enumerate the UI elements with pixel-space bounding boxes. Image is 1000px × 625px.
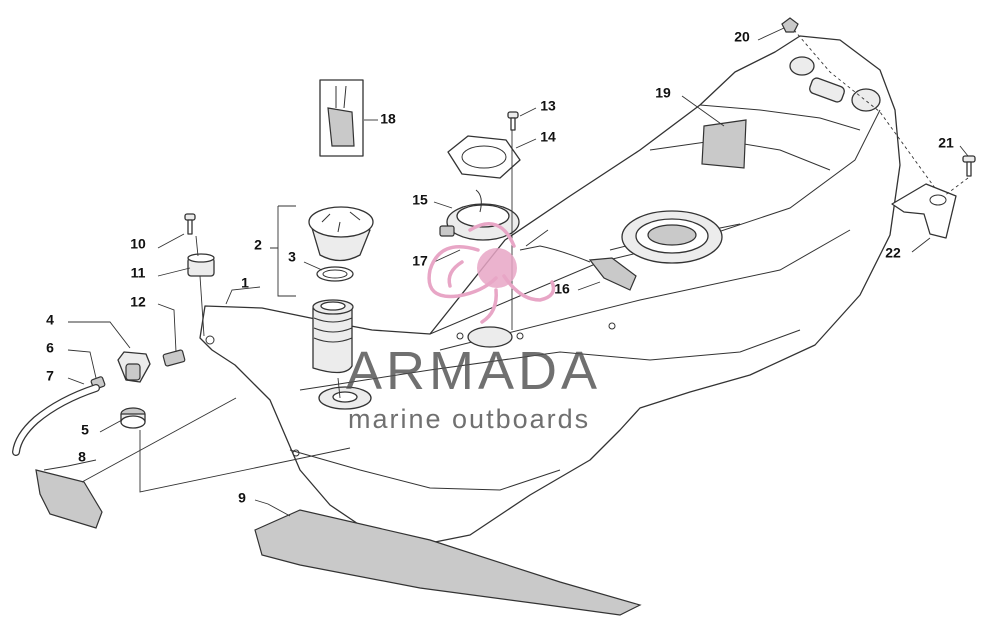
armada-logo-icon (427, 222, 556, 324)
callout-18: 18 (380, 111, 396, 127)
pad-part-8 (35, 469, 103, 529)
spacer-part-11 (187, 253, 215, 277)
fuel-pump-part-15 (439, 189, 520, 241)
fuel-valve-part-4 (117, 351, 151, 383)
gasket-part-14 (447, 135, 521, 179)
sensor-part-16 (519, 245, 637, 291)
callout-16: 16 (554, 281, 570, 297)
callout-22: 22 (885, 245, 901, 261)
fuel-hose-part-7 (12, 384, 100, 456)
callout-11: 11 (131, 265, 146, 281)
callout-4: 4 (46, 312, 54, 328)
callout-14: 14 (540, 129, 556, 145)
callout-17: 17 (412, 253, 428, 269)
callout-1: 1 (241, 275, 249, 291)
harness-part-18 (319, 79, 364, 157)
callout-13: 13 (540, 98, 556, 114)
leader-lines (43, 27, 969, 517)
fuel-cap-part-2 (308, 206, 374, 262)
screw-part-20 (781, 17, 799, 33)
armada-watermark: ARMADA marine outboards (346, 222, 601, 434)
callout-20: 20 (734, 29, 750, 45)
callout-21: 21 (938, 135, 954, 151)
connector-part-12 (162, 349, 186, 367)
screw-part-10 (184, 213, 196, 235)
callout-9: 9 (238, 490, 246, 506)
pad-part-9 (254, 509, 642, 616)
grommet-part-5 (120, 407, 146, 429)
callout-8: 8 (78, 449, 86, 465)
callout-5: 5 (81, 422, 89, 438)
callout-3: 3 (288, 249, 296, 265)
callout-6: 6 (46, 340, 54, 356)
callout-12: 12 (130, 294, 146, 310)
callout-19: 19 (655, 85, 671, 101)
filler-neck (312, 299, 354, 374)
screw-part-13 (507, 111, 519, 131)
brand-name: ARMADA (346, 341, 601, 401)
o-ring-part-3 (316, 266, 354, 282)
callout-2: 2 (254, 237, 262, 253)
callout-15: 15 (412, 192, 428, 208)
brand-tagline: marine outboards (348, 404, 590, 434)
screw-part-21 (962, 155, 976, 177)
callout-10: 10 (130, 236, 146, 252)
callout-7: 7 (46, 368, 54, 384)
bracket-part-22 (891, 183, 957, 239)
label-part-19 (701, 119, 747, 169)
